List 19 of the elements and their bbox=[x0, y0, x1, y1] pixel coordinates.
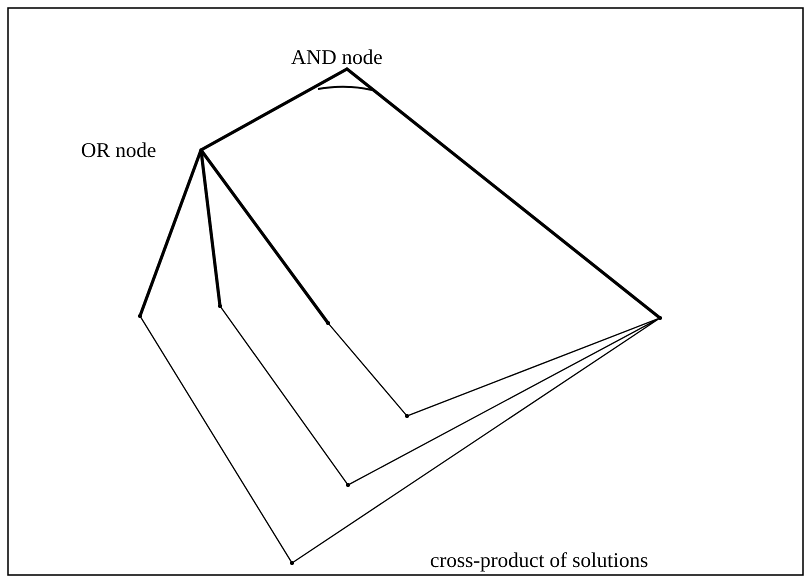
node-label: AND node bbox=[291, 45, 383, 69]
connector-line bbox=[139, 315, 293, 564]
annotation-label: cross-product of solutions bbox=[430, 548, 648, 572]
connector-line bbox=[291, 317, 661, 564]
connector-line bbox=[406, 317, 661, 417]
vertex-point bbox=[138, 314, 142, 318]
vertex-point bbox=[405, 414, 409, 418]
vertex-point bbox=[290, 561, 294, 565]
connector-line bbox=[199, 148, 330, 325]
connector-line bbox=[327, 322, 408, 417]
vertex-point bbox=[658, 316, 662, 320]
vertex-point bbox=[218, 304, 222, 308]
connector-line bbox=[347, 317, 661, 486]
vertex-point bbox=[326, 321, 330, 325]
connector-line bbox=[199, 67, 349, 152]
connector-line bbox=[345, 67, 662, 320]
node-label: OR node bbox=[81, 138, 156, 162]
connector-line bbox=[219, 305, 349, 486]
vertex-point bbox=[346, 483, 350, 487]
